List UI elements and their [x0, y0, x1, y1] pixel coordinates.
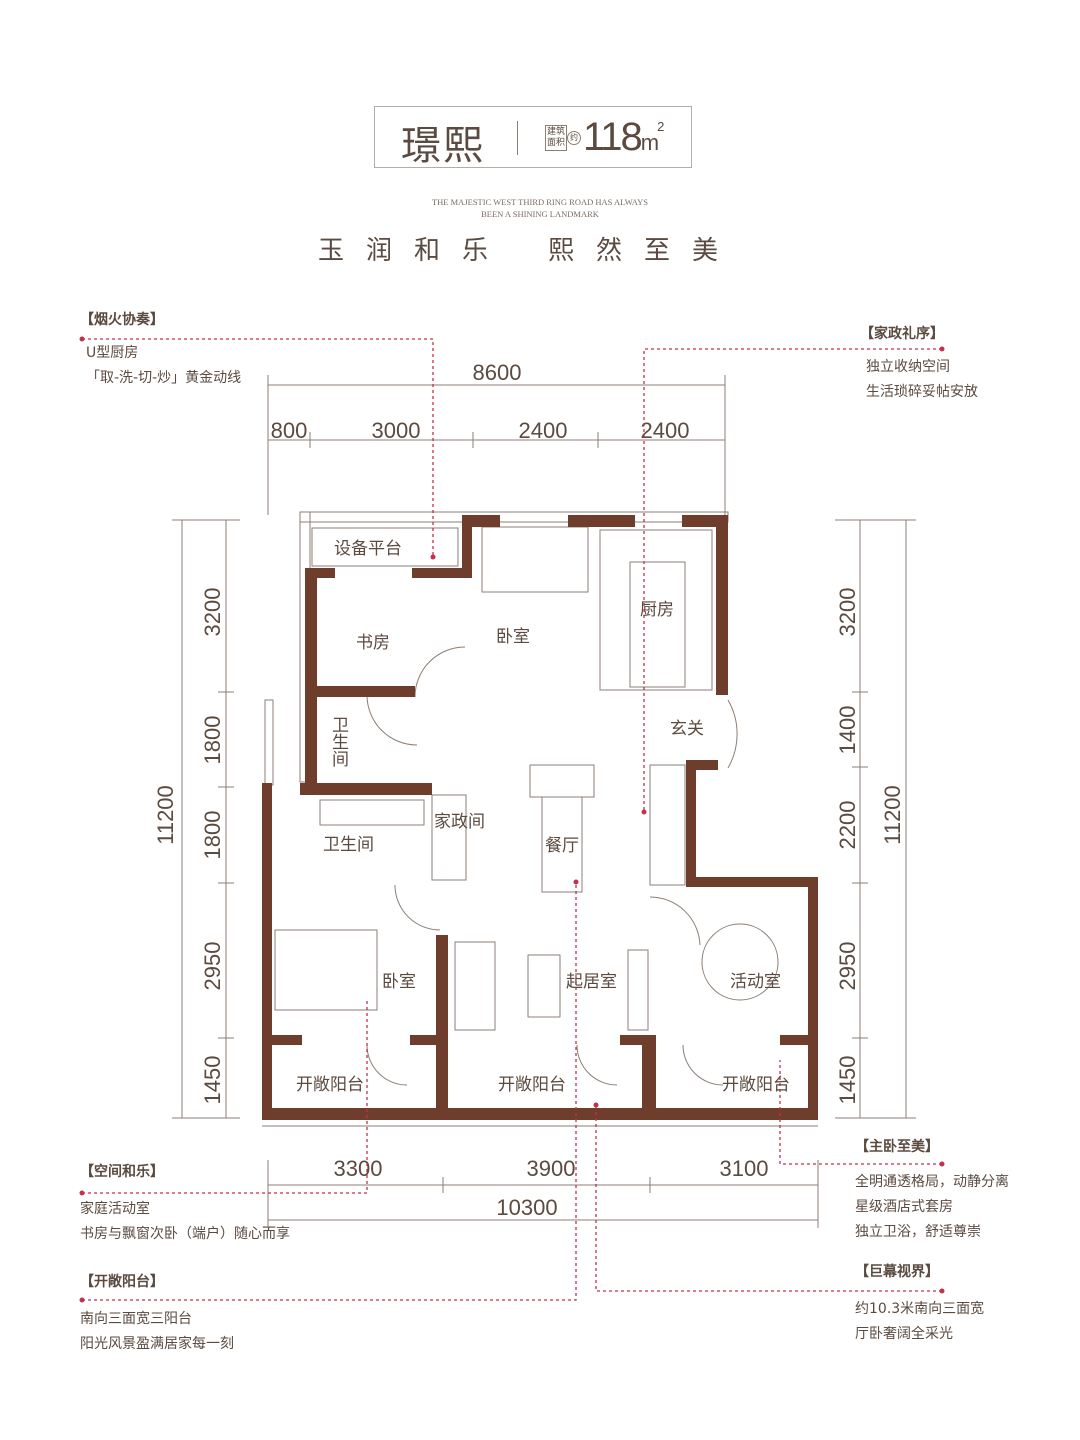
area-label: 建筑面积 [545, 125, 568, 151]
area-unit-sup: 2 [657, 119, 664, 134]
area-label-line2: 面积 [547, 138, 566, 148]
annotation-view: 【巨幕视界】 约10.3米南向三面宽 厅卧奢阔全采光 [855, 1260, 984, 1347]
annotation-line: 生活琐碎妥帖安放 [866, 384, 978, 400]
annotation-line: 独立卫浴，舒适尊崇 [855, 1224, 981, 1240]
room-dining: 餐厅 [545, 836, 579, 856]
dim-left-3: 1800 [200, 811, 225, 860]
dim-right-5: 1450 [835, 1056, 860, 1105]
walls [262, 515, 818, 1120]
english-line2: BEEN A SHINING LANDMARK [481, 209, 599, 219]
dim-right-2: 1400 [835, 706, 860, 755]
annotation-line: U型厨房 [86, 345, 139, 361]
annotation-title: 【开敞阳台】 [80, 1274, 164, 1290]
title-box: 璟熙 建筑面积 约 118m2 [374, 106, 692, 169]
dim-bottom-1: 3300 [334, 1156, 383, 1181]
dim-left-4: 2950 [200, 942, 225, 991]
annotation-line: 阳光风景盈满居家每一刻 [80, 1336, 234, 1352]
annotation-line: 书房与飘窗次卧（端户）随心而享 [80, 1226, 290, 1242]
annotation-title: 【烟火协奏】 [80, 312, 164, 328]
area-unit: m [640, 130, 659, 155]
area-approx: 约 [567, 131, 581, 145]
room-living: 起居室 [566, 972, 617, 992]
dim-right-total: 11200 [880, 785, 905, 845]
english-line1: THE MAJESTIC WEST THIRD RING ROAD HAS AL… [431, 197, 649, 207]
annotation-line: 星级酒店式套房 [855, 1199, 953, 1215]
thin-outlines [262, 511, 818, 1127]
dim-right-3: 2200 [835, 801, 860, 850]
room-activity: 活动室 [730, 972, 781, 992]
annotation-housekeeping: 【家政礼序】 独立收纳空间 生活琐碎妥帖安放 [860, 322, 978, 405]
dim-top-4: 2400 [641, 418, 690, 443]
room-entrance: 玄关 [670, 719, 704, 739]
annotation-kitchen: 【烟火协奏】 U型厨房 「取-洗-切-炒」黄金动线 [80, 308, 241, 391]
room-bedroom-north: 卧室 [496, 627, 530, 647]
leader-lines [82, 338, 942, 1301]
dim-top-total: 8600 [473, 360, 522, 385]
area-number: 118 [583, 115, 643, 159]
dimension-lines [172, 375, 916, 1228]
annotation-line: 约10.3米南向三面宽 [855, 1301, 985, 1317]
annotation-title: 【空间和乐】 [80, 1164, 164, 1180]
annotation-line: 厅卧奢阔全采光 [855, 1326, 953, 1342]
english-tagline: THE MAJESTIC WEST THIRD RING ROAD HAS AL… [340, 196, 740, 220]
dim-bottom-2: 3900 [527, 1156, 576, 1181]
room-housekeeping: 家政间 [434, 812, 485, 832]
room-bathroom: 卫生间 [323, 835, 374, 855]
dim-top-3: 2400 [519, 418, 568, 443]
dim-bottom-total: 10300 [496, 1195, 557, 1220]
area-value: 118m2 [583, 115, 664, 160]
leader-dots [79, 336, 945, 1303]
dim-left-total: 11200 [153, 785, 178, 845]
room-bedroom-south: 卧室 [382, 972, 416, 992]
room-balcony-1: 开敞阳台 [296, 1075, 364, 1095]
dim-left-2: 1800 [200, 716, 225, 765]
area-label-line1: 建筑 [547, 127, 566, 137]
dim-top-1: 800 [271, 418, 308, 443]
annotation-title: 【巨幕视界】 [855, 1264, 939, 1280]
annotation-line: 「取-洗-切-炒」黄金动线 [86, 370, 242, 386]
annotation-title: 【家政礼序】 [860, 326, 944, 342]
room-study: 书房 [356, 633, 390, 653]
annotation-line: 南向三面宽三阳台 [80, 1311, 192, 1327]
annotation-line: 家庭活动室 [80, 1201, 150, 1217]
annotation-space: 【空间和乐】 家庭活动室 书房与飘窗次卧（端户）随心而享 [80, 1160, 290, 1247]
room-balcony-3: 开敞阳台 [722, 1075, 790, 1095]
dim-right-4: 2950 [835, 942, 860, 991]
annotation-balcony: 【开敞阳台】 南向三面宽三阳台 阳光风景盈满居家每一刻 [80, 1270, 234, 1357]
dim-right-1: 3200 [835, 588, 860, 637]
slogan-left: 玉润和乐 [318, 236, 511, 266]
annotation-line: 全明通透格局，动静分离 [855, 1174, 1009, 1190]
annotation-title: 【主卧至美】 [855, 1139, 939, 1155]
divider [517, 121, 518, 155]
room-kitchen: 厨房 [640, 600, 674, 620]
dim-top-2: 3000 [372, 418, 421, 443]
unit-name: 璟熙 [401, 123, 485, 169]
annotation-master: 【主卧至美】 全明通透格局，动静分离 星级酒店式套房 独立卫浴，舒适尊崇 [855, 1135, 1009, 1245]
room-balcony-2: 开敞阳台 [498, 1075, 566, 1095]
room-equipment-platform: 设备平台 [334, 539, 402, 559]
annotation-line: 独立收纳空间 [866, 359, 950, 375]
dim-left-1: 3200 [200, 588, 225, 637]
room-bathroom-small: 卫生间 [328, 716, 349, 768]
dim-left-5: 1450 [200, 1056, 225, 1105]
dim-bottom-3: 3100 [720, 1156, 769, 1181]
slogan-right: 熙然至美 [548, 236, 741, 266]
